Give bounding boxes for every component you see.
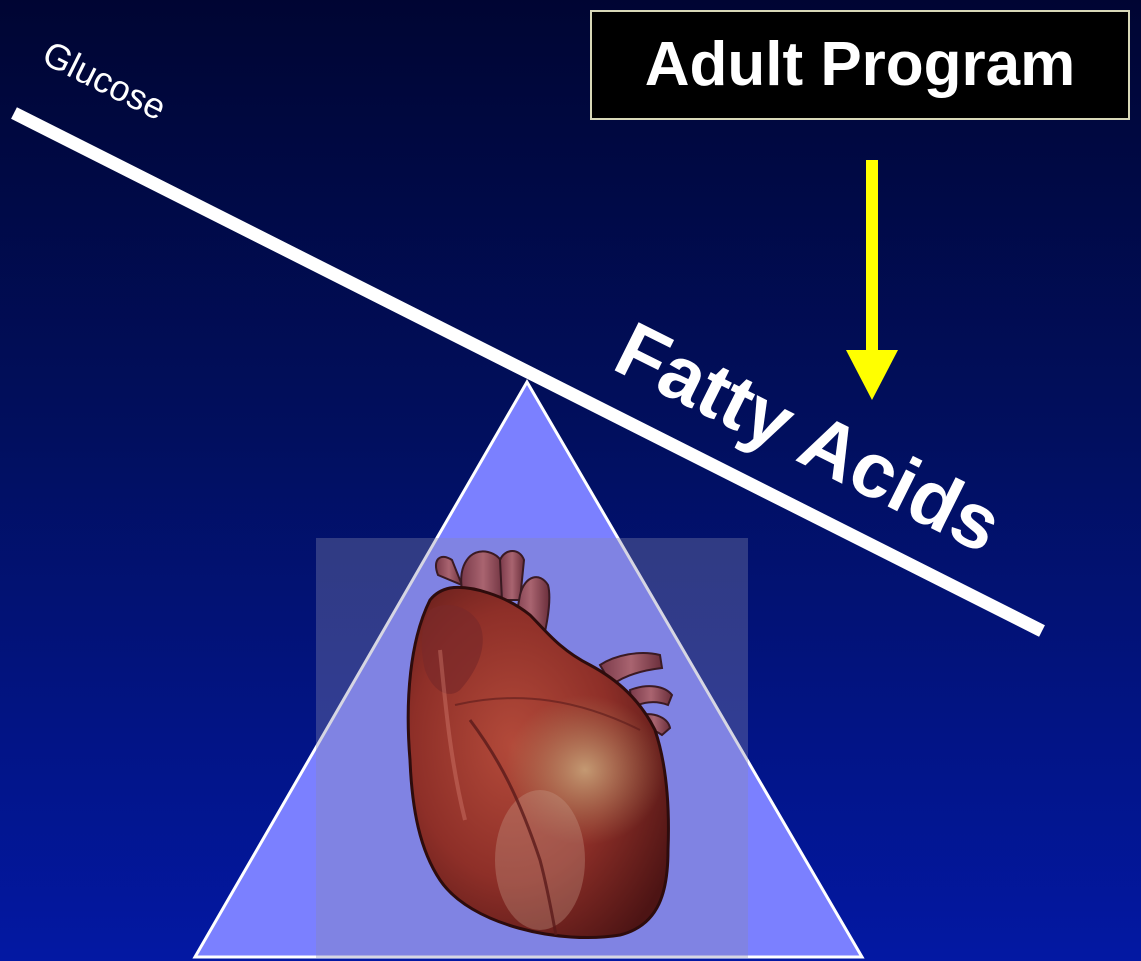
adult-program-label: Adult Program <box>590 10 1130 120</box>
down-arrow-icon <box>846 160 898 400</box>
glucose-label: Glucose <box>36 32 172 128</box>
